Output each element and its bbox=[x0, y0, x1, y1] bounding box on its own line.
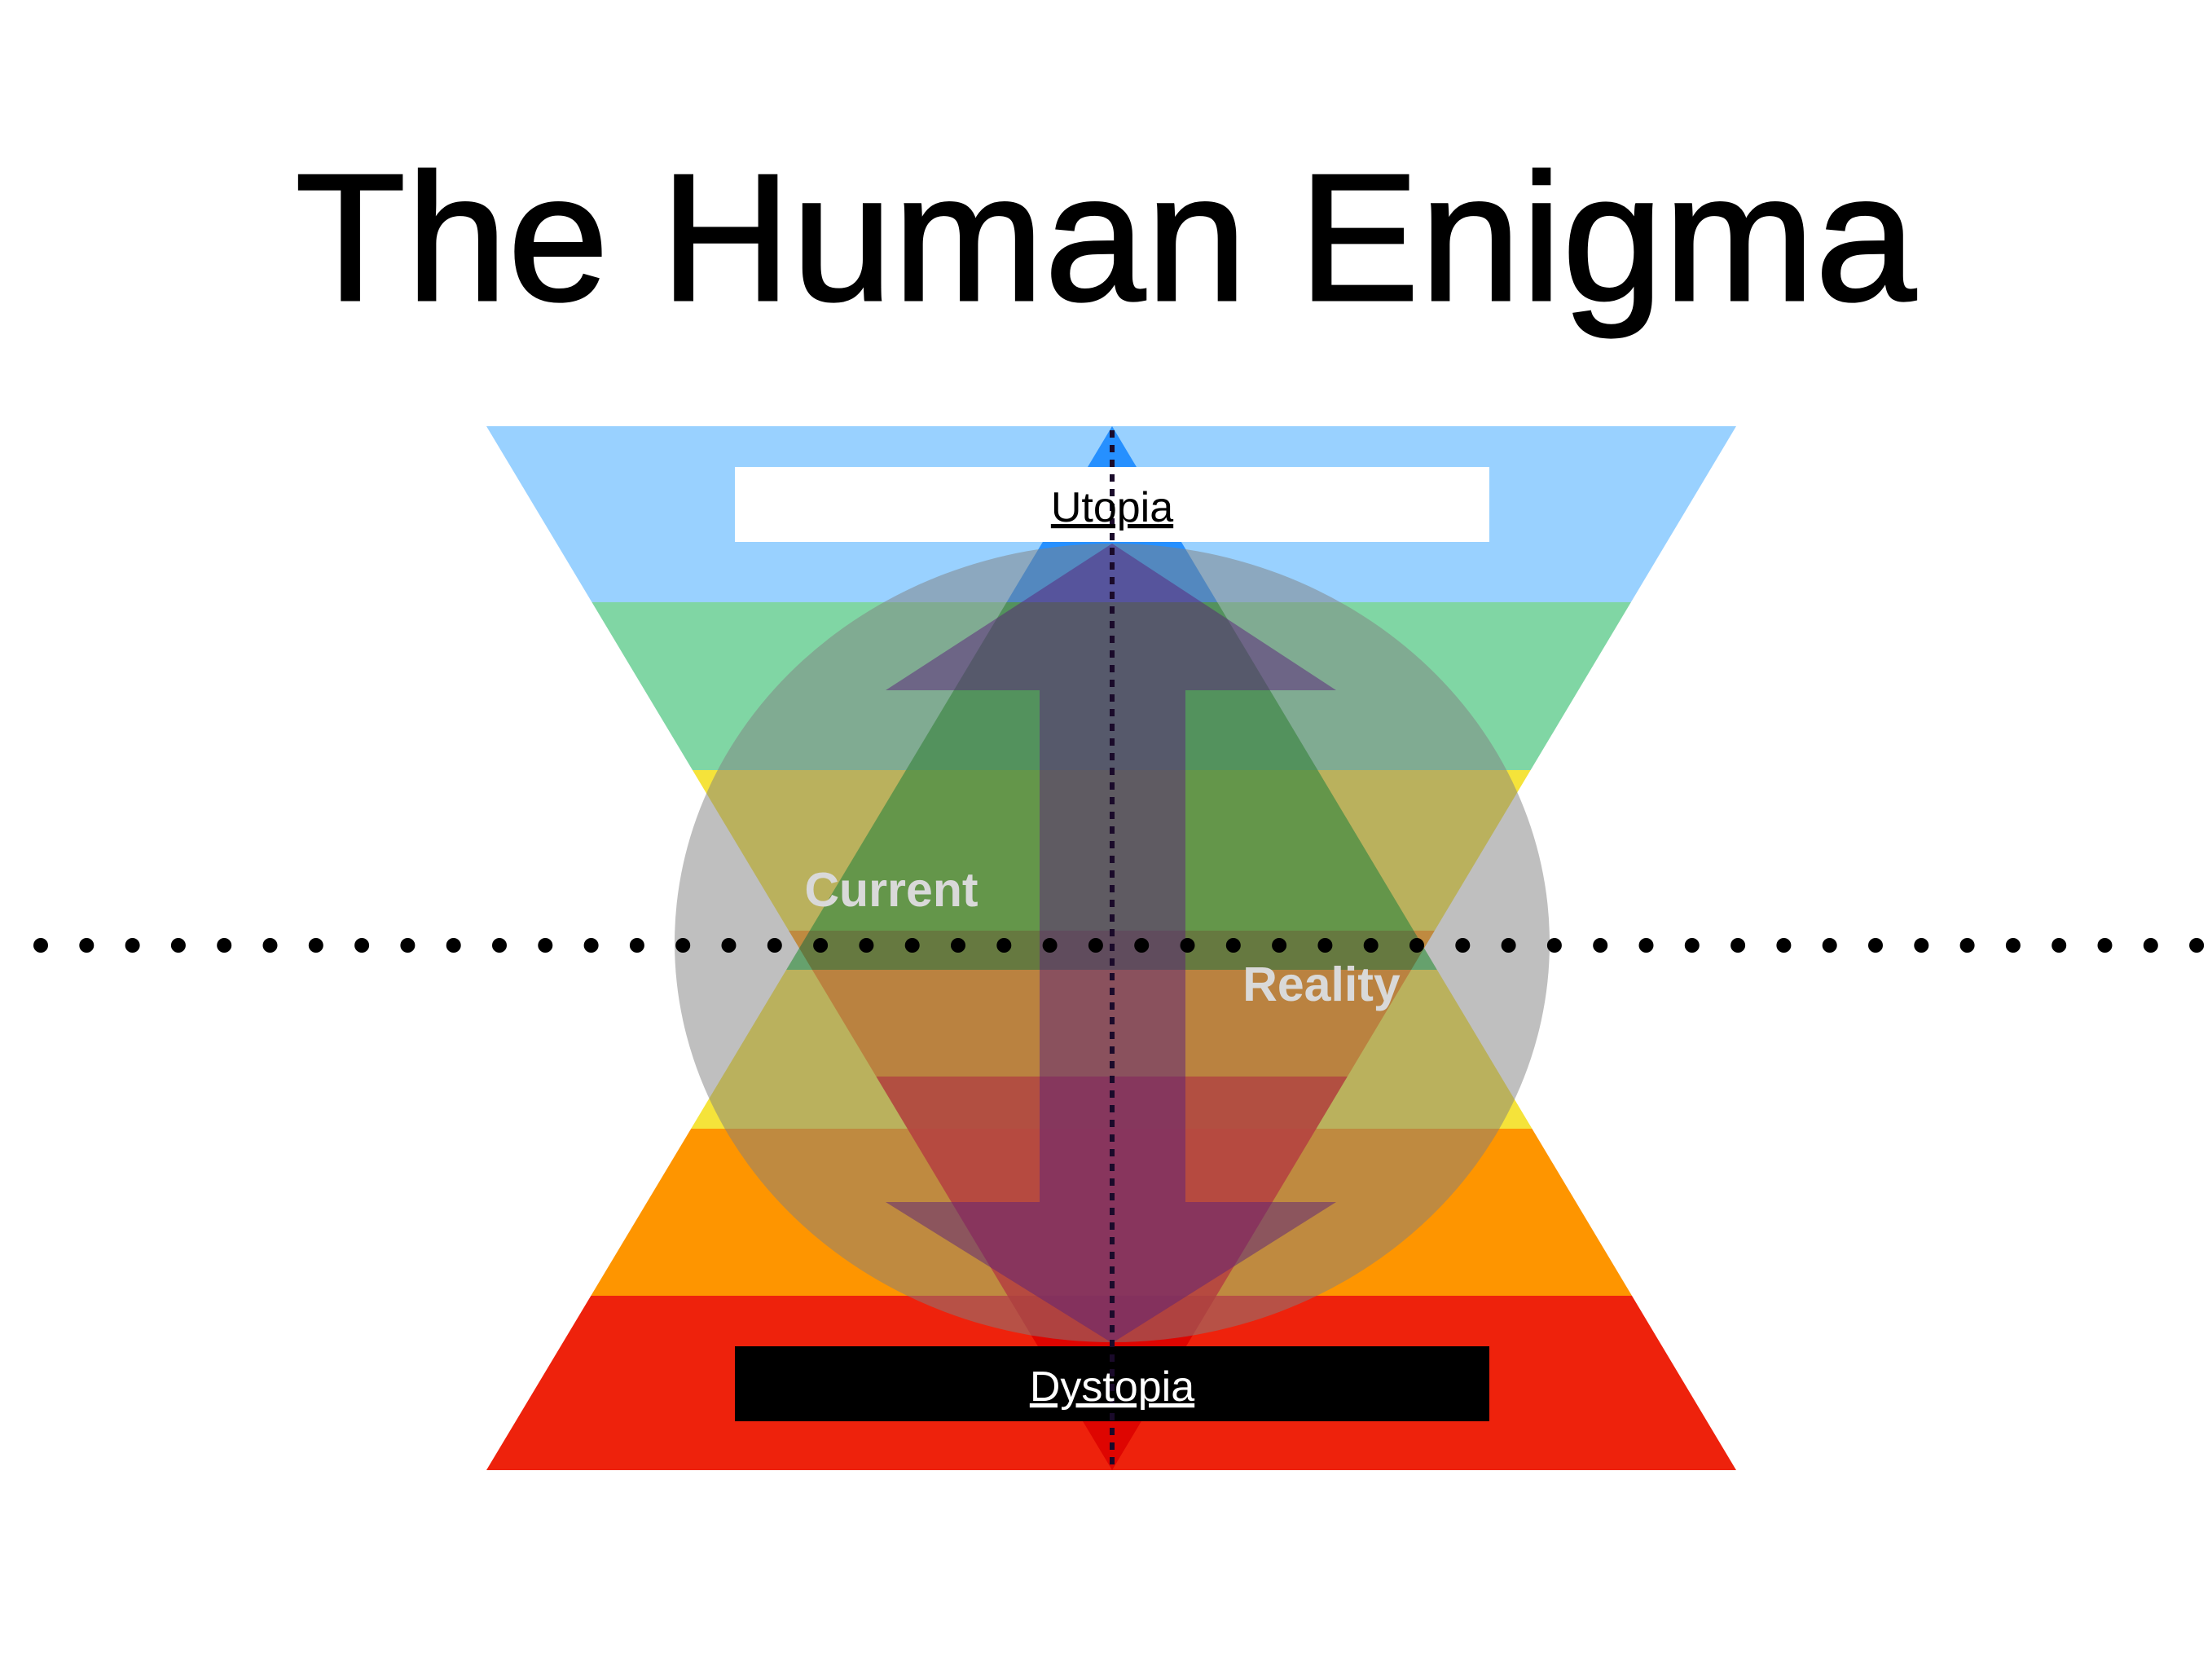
dot bbox=[675, 938, 691, 953]
dot bbox=[1546, 938, 1562, 953]
dot bbox=[79, 938, 95, 953]
dot bbox=[33, 938, 48, 953]
dot bbox=[1868, 938, 1883, 953]
dot bbox=[1455, 938, 1471, 953]
dot bbox=[1409, 938, 1424, 953]
dot bbox=[1042, 938, 1058, 953]
dot bbox=[400, 938, 416, 953]
dot bbox=[904, 938, 920, 953]
dot bbox=[2189, 938, 2205, 953]
dot bbox=[262, 938, 278, 953]
dot bbox=[2051, 938, 2067, 953]
dot bbox=[951, 938, 965, 953]
dot bbox=[583, 938, 599, 953]
dot bbox=[1501, 938, 1516, 953]
dot bbox=[446, 938, 461, 953]
dot bbox=[2143, 938, 2158, 953]
dot bbox=[1180, 938, 1195, 953]
dot bbox=[1959, 938, 1975, 953]
dot bbox=[1914, 938, 1929, 953]
dot bbox=[2097, 938, 2113, 953]
dot bbox=[813, 938, 829, 953]
dot bbox=[125, 938, 140, 953]
dot bbox=[1822, 938, 1837, 953]
horizontal-dotted-line bbox=[33, 938, 2205, 953]
dot bbox=[1776, 938, 1792, 953]
dot bbox=[859, 938, 874, 953]
dot bbox=[1638, 938, 1654, 953]
dot bbox=[996, 938, 1012, 953]
dot bbox=[492, 938, 507, 953]
dot bbox=[1363, 938, 1379, 953]
dot bbox=[1317, 938, 1333, 953]
reality-label: Reality bbox=[1242, 958, 1401, 1011]
double-arrow-icon bbox=[886, 544, 1336, 1343]
dot bbox=[308, 938, 323, 953]
dot bbox=[1272, 938, 1287, 953]
dot bbox=[1730, 938, 1746, 953]
dot bbox=[1088, 938, 1103, 953]
dot bbox=[1134, 938, 1150, 953]
dot bbox=[217, 938, 232, 953]
dystopia-label: Dystopia bbox=[1030, 1363, 1194, 1411]
current-label: Current bbox=[804, 863, 978, 917]
dot bbox=[1684, 938, 1700, 953]
dot bbox=[354, 938, 370, 953]
dot bbox=[170, 938, 186, 953]
diagram-title: The Human Enigma bbox=[294, 136, 1917, 341]
dot bbox=[1593, 938, 1608, 953]
dot bbox=[767, 938, 782, 953]
dot bbox=[1225, 938, 1241, 953]
dot bbox=[721, 938, 737, 953]
dot bbox=[538, 938, 553, 953]
dot bbox=[629, 938, 644, 953]
utopia-label: Utopia bbox=[1051, 484, 1173, 531]
dot bbox=[2005, 938, 2021, 953]
